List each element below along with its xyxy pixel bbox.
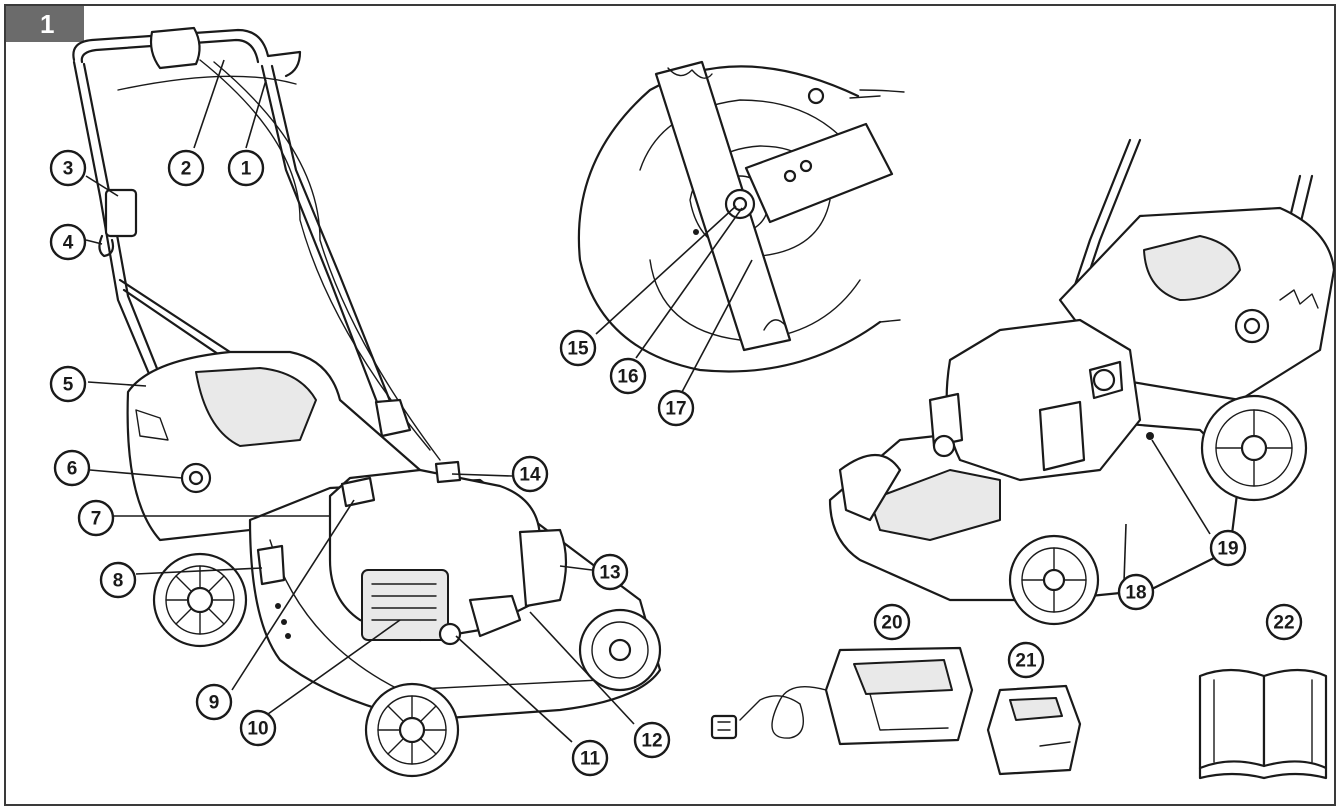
callout-circle [195,683,233,721]
callout-3: 3 [49,149,87,187]
callout-number: 10 [247,719,268,740]
callout-circle [53,449,91,487]
charger-drawing [710,646,974,746]
callout-circle [239,709,277,747]
callout-circle [1007,641,1045,679]
callout-circle [633,721,671,759]
callout-6: 6 [53,449,91,487]
callout-5: 5 [49,365,87,403]
callout-number: 2 [181,159,192,180]
manual-book-drawing [1198,668,1328,780]
leader-lines [85,59,1211,743]
callout-circle [77,499,115,537]
callout-1: 1 [227,149,265,187]
callout-number: 5 [63,375,74,396]
callout-11: 11 [571,739,609,777]
callout-circle [1209,529,1247,567]
callout-number: 8 [113,571,124,592]
main-mower-drawing [72,26,662,778]
callout-number: 11 [580,749,601,770]
callout-circle [609,357,647,395]
callout-circle [873,603,911,641]
callout-number: 15 [567,339,589,360]
callout-circle [99,561,137,599]
callout-21: 21 [1007,641,1045,679]
callout-circle [49,365,87,403]
callout-number: 1 [241,159,252,180]
callout-10: 10 [239,709,277,747]
callout-12: 12 [633,721,671,759]
callout-circle [657,389,695,427]
callout-number: 20 [881,613,902,634]
callout-number: 9 [209,693,220,714]
callout-number: 13 [599,563,620,584]
callout-circle [511,455,549,493]
callout-17: 17 [657,389,695,427]
callout-circle [49,149,87,187]
callout-2: 2 [167,149,205,187]
callout-number: 4 [63,233,74,254]
callout-number: 18 [1125,583,1146,604]
callout-7: 7 [77,499,115,537]
callout-circle [227,149,265,187]
callout-14: 14 [511,455,549,493]
callout-number: 19 [1217,539,1238,560]
callout-circle [591,553,629,591]
callout-number: 17 [665,399,686,420]
figure-frame [4,4,1336,806]
callout-circle [1265,603,1303,641]
rear-mower-drawing [828,138,1336,626]
callout-4: 4 [49,223,87,261]
callout-circle [167,149,205,187]
callout-number: 16 [617,367,638,388]
callout-number: 21 [1015,651,1037,672]
callout-15: 15 [559,329,597,367]
callout-circle [1117,573,1155,611]
callout-number: 14 [519,465,541,486]
battery-drawing [986,684,1082,776]
callout-9: 9 [195,683,233,721]
callout-circle [559,329,597,367]
callout-number: 22 [1273,613,1294,634]
figure-number-tab: 1 [6,6,84,42]
callout-13: 13 [591,553,629,591]
callout-number: 3 [63,159,74,180]
callout-number: 12 [641,731,662,752]
callout-circle [571,739,609,777]
callout-19: 19 [1209,529,1247,567]
callout-number: 7 [91,509,102,530]
callout-16: 16 [609,357,647,395]
callout-18: 18 [1117,573,1155,611]
callout-20: 20 [873,603,911,641]
blade-detail-drawing [577,60,905,373]
callout-circle [49,223,87,261]
callout-22: 22 [1265,603,1303,641]
callout-8: 8 [99,561,137,599]
callout-number: 6 [67,459,78,480]
